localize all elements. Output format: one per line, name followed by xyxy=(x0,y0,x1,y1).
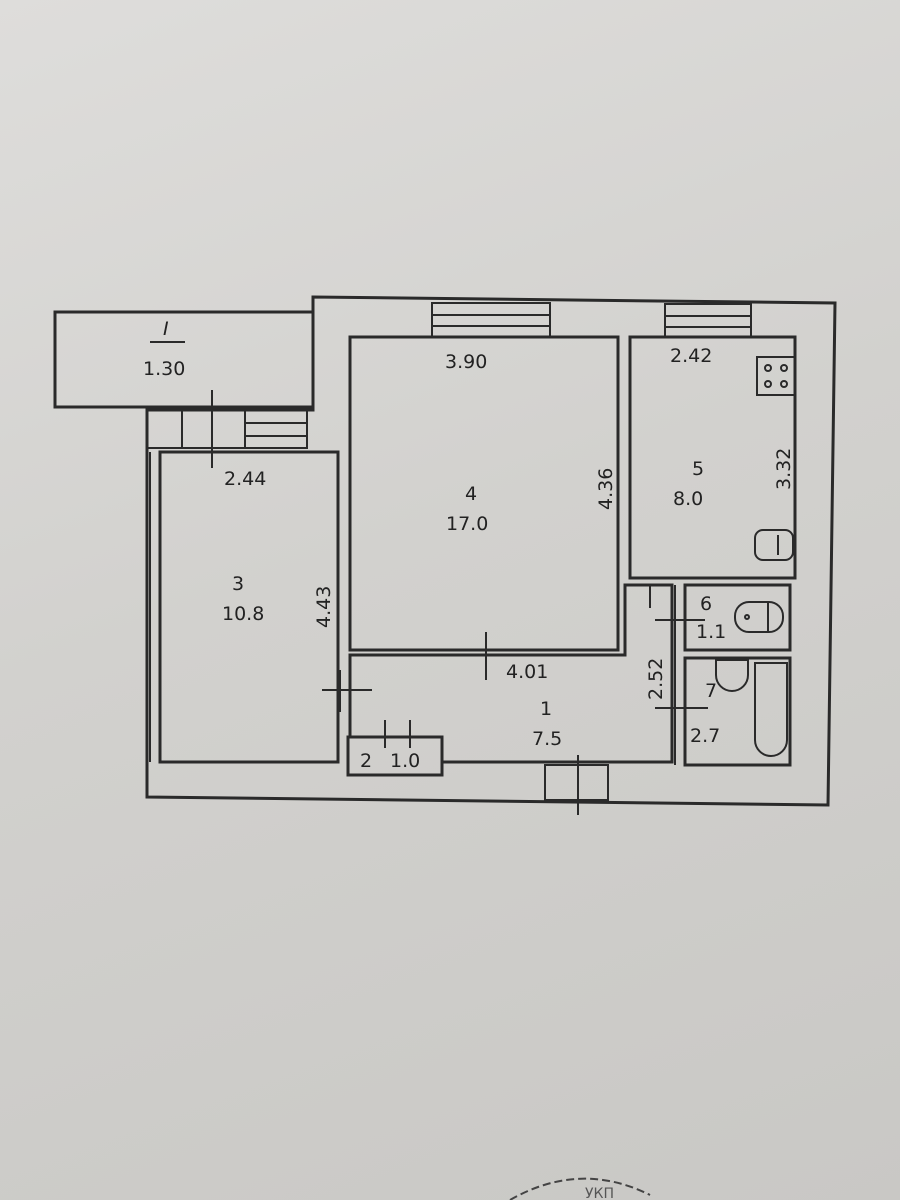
balcony-door xyxy=(146,390,308,468)
window-room-5 xyxy=(664,303,752,338)
room-3-number: 3 xyxy=(232,573,244,595)
room-4 xyxy=(348,335,620,652)
room-3 xyxy=(158,450,340,764)
room-4-bottom: 4.01 xyxy=(506,661,548,683)
room-4-width: 3.90 xyxy=(445,351,487,373)
sink-icon xyxy=(754,529,794,561)
room-6-area: 1.1 xyxy=(696,621,726,643)
bathtub-icon xyxy=(754,662,788,757)
toilet-icon xyxy=(734,601,784,633)
window-room-4 xyxy=(431,302,551,338)
room-5-number: 5 xyxy=(692,458,704,480)
room-3-length: 4.43 xyxy=(313,586,335,628)
room-5-width: 2.42 xyxy=(670,345,712,367)
room-2-number: 2 xyxy=(360,750,372,772)
room-2-area: 1.0 xyxy=(390,750,420,772)
room-7-area: 2.7 xyxy=(690,725,720,747)
room-2 xyxy=(346,735,444,777)
room-4-area: 17.0 xyxy=(446,513,488,535)
room-4-number: 4 xyxy=(465,483,477,505)
room-3-width: 2.44 xyxy=(224,468,266,490)
room-7 xyxy=(683,656,792,767)
room-5-length: 3.32 xyxy=(773,448,795,490)
room-4-length: 4.36 xyxy=(595,468,617,510)
stamp: УКП xyxy=(509,1177,651,1200)
room-1-dimension: 2.52 xyxy=(645,658,667,700)
balcony xyxy=(53,310,315,409)
room-5 xyxy=(628,335,797,580)
room-5-area: 8.0 xyxy=(673,488,703,510)
stamp-text: УКП xyxy=(585,1186,614,1200)
room-6-number: 6 xyxy=(700,593,712,615)
stove-icon xyxy=(756,356,796,396)
balcony-label: I xyxy=(163,318,169,340)
door-marks xyxy=(322,585,708,815)
outer-wall xyxy=(145,295,837,807)
room-3-area: 10.8 xyxy=(222,603,264,625)
washbasin-icon xyxy=(715,659,749,692)
balcony-dimension: 1.30 xyxy=(143,358,185,380)
room-1-number: 1 xyxy=(540,698,552,720)
room-7-number: 7 xyxy=(705,680,717,702)
room-6 xyxy=(683,583,792,652)
room-1-area: 7.5 xyxy=(532,728,562,750)
